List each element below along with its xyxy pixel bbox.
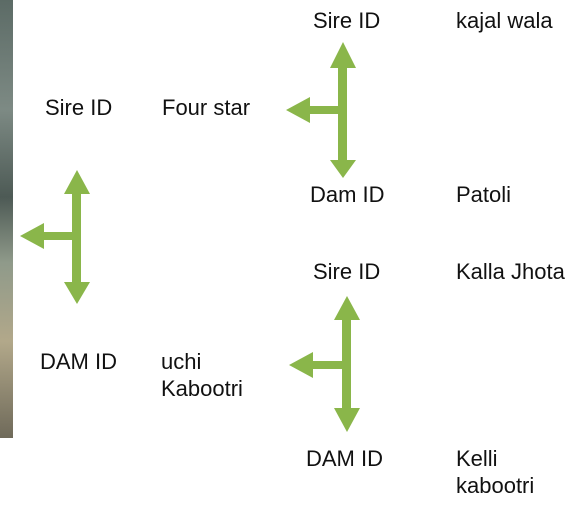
- sire-parent-dam-name: Patoli: [456, 182, 512, 207]
- dam-parents-arrow: [289, 296, 360, 432]
- sire-parents-arrow: [286, 42, 356, 178]
- root-dam-label: DAM ID: [40, 349, 117, 374]
- sire-parent-sire-label: Sire ID: [313, 8, 381, 33]
- sire-parent-sire-name: kajal wala: [456, 8, 553, 33]
- root-dam-name: uchi Kabootri: [161, 349, 243, 401]
- sire-parent-dam-label: Dam ID: [310, 182, 385, 207]
- root-parents-arrow: [20, 170, 90, 304]
- dam-parent-sire-name: Kalla Jhota: [456, 259, 565, 284]
- dam-parent-sire-label: Sire ID: [313, 259, 381, 284]
- root-sire-label: Sire ID: [45, 95, 113, 120]
- dam-parent-dam-name: Kelli kabootri: [456, 446, 535, 498]
- photo-strip: [0, 0, 13, 438]
- root-sire-name: Four star: [162, 95, 251, 120]
- dam-parent-dam-label: DAM ID: [306, 446, 383, 471]
